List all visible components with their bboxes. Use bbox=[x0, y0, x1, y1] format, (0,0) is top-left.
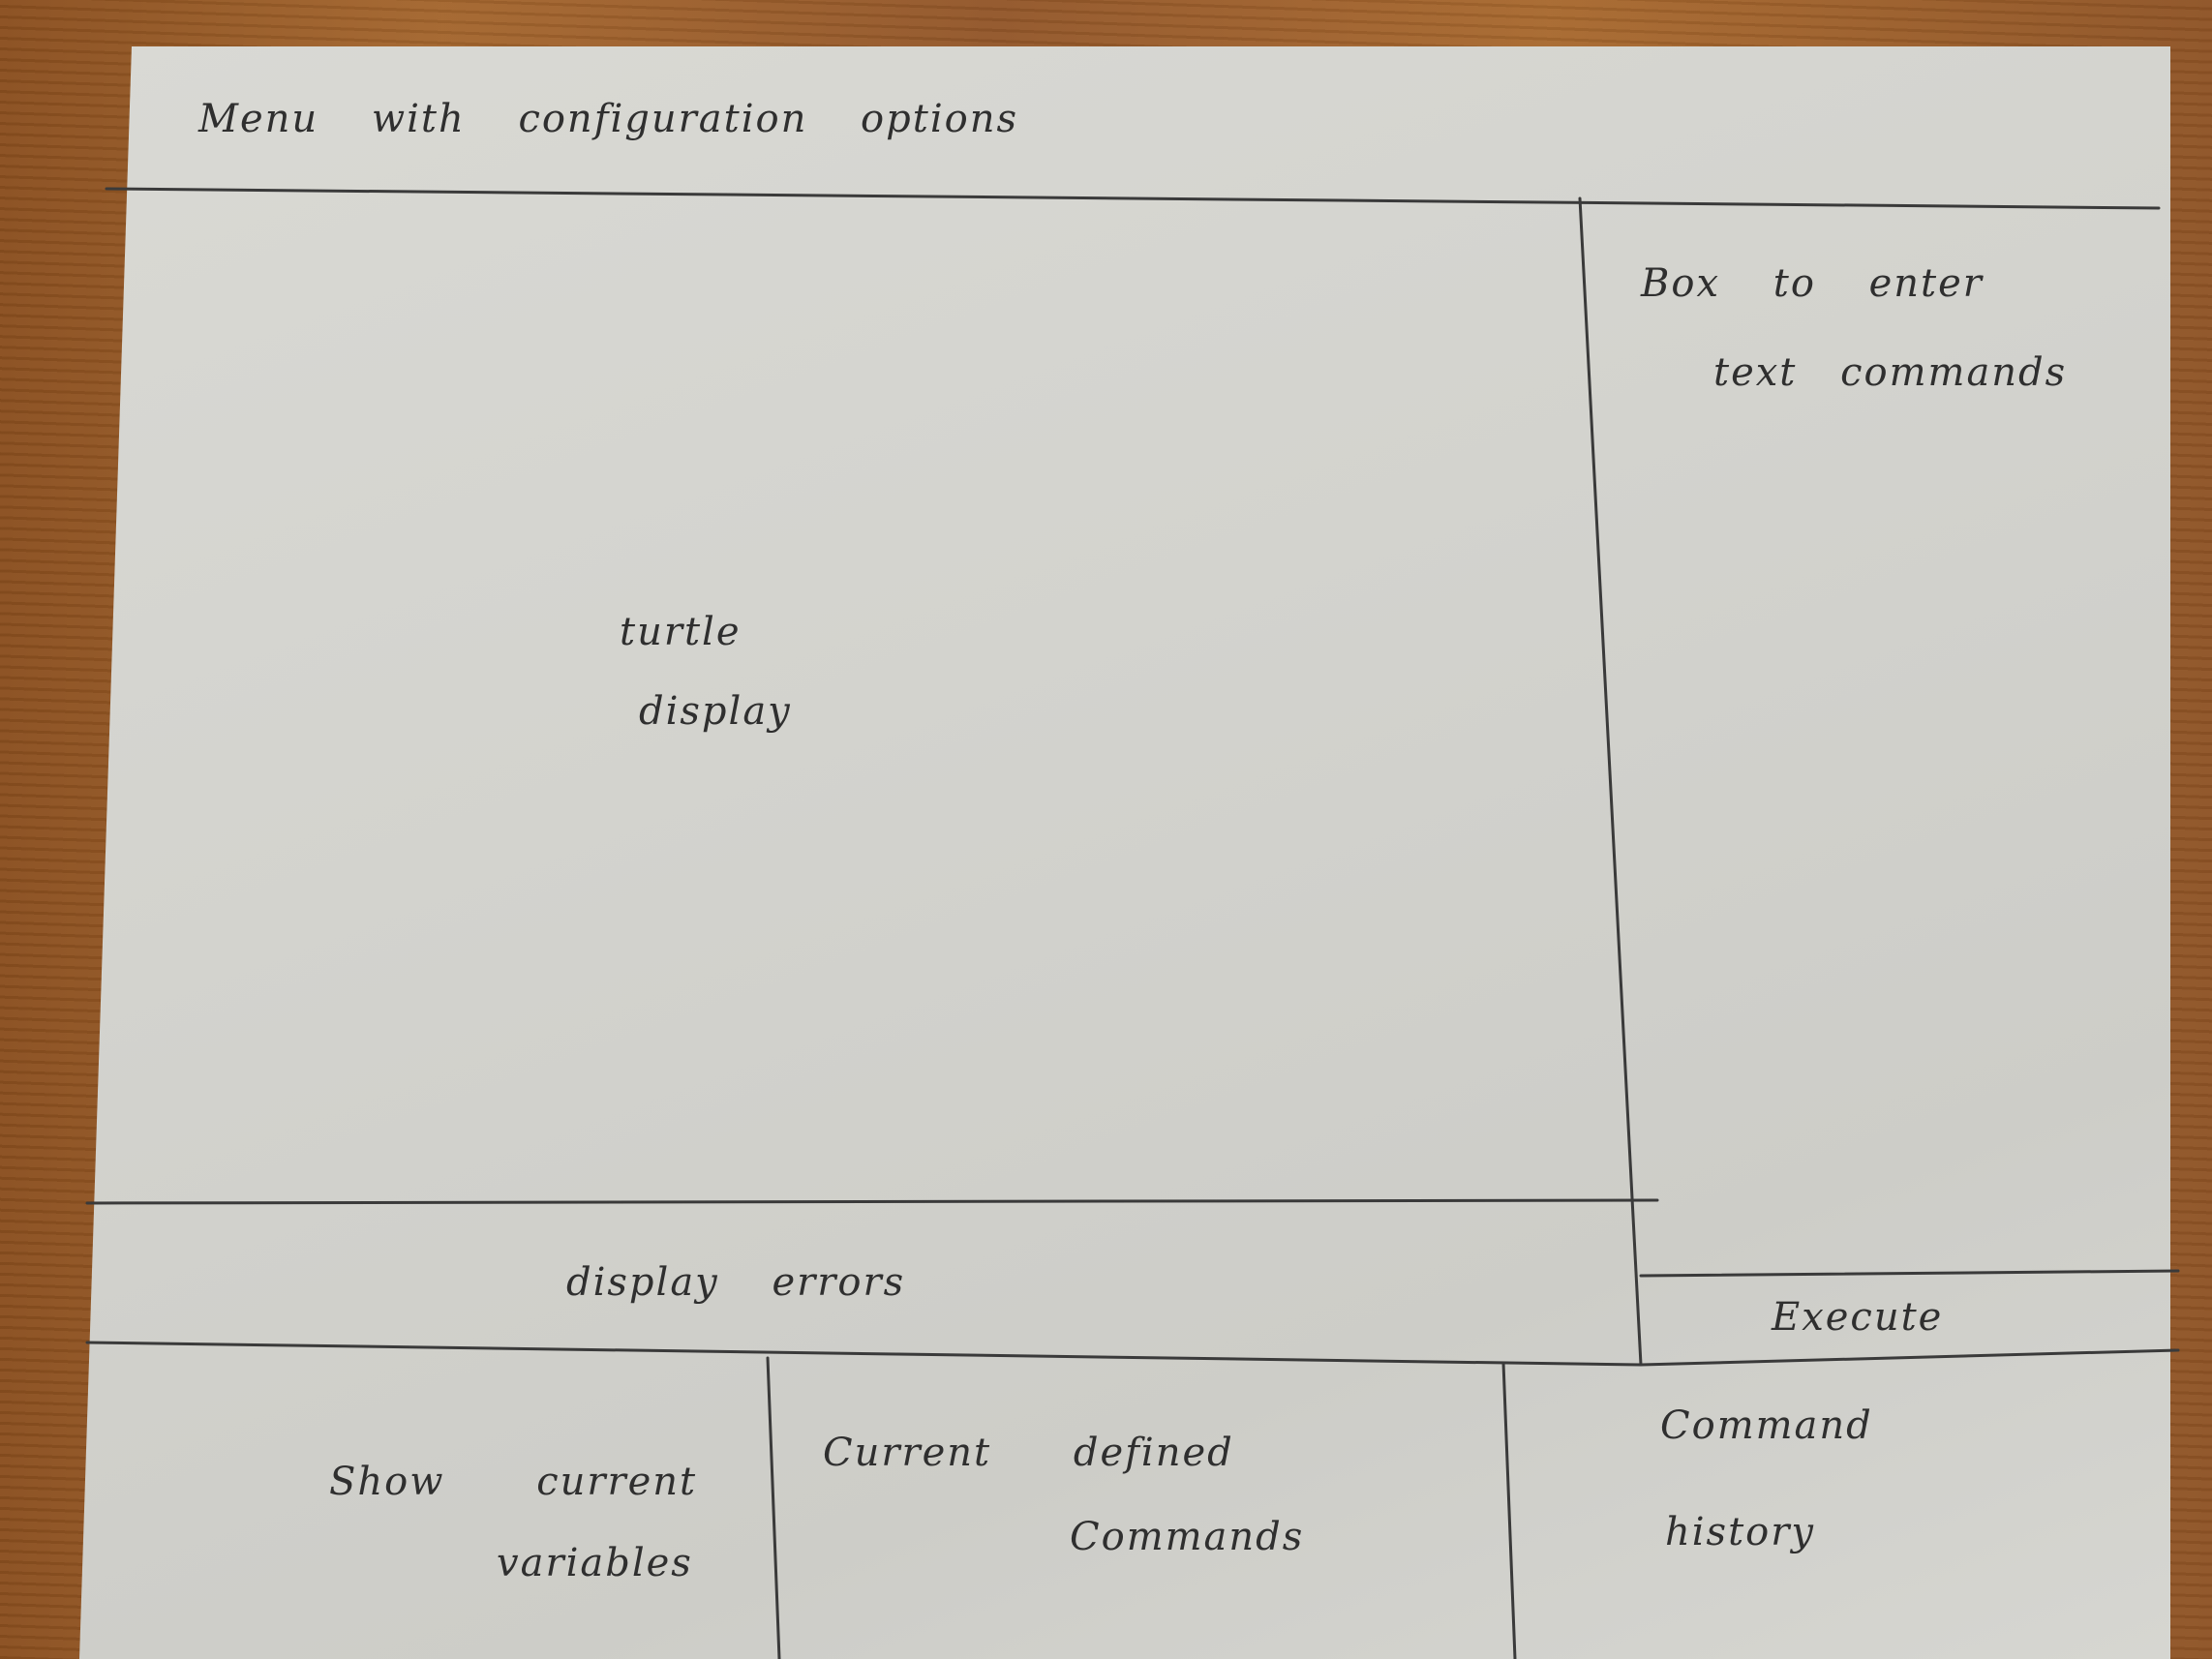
display-bottom-border bbox=[85, 1198, 1659, 1205]
bottom-divider-left bbox=[766, 1356, 781, 1659]
menu-divider bbox=[105, 187, 2161, 210]
variables-label-2: variables bbox=[497, 1541, 693, 1585]
command-box-label-1[interactable]: Box to enter bbox=[1641, 261, 1984, 306]
execute-button[interactable]: Execute bbox=[1772, 1295, 1944, 1340]
execute-bottom-border bbox=[1639, 1348, 2180, 1367]
bottom-divider-right bbox=[1501, 1361, 1517, 1659]
defined-commands-label-2: Commands bbox=[1070, 1515, 1305, 1559]
execute-top-border bbox=[1639, 1269, 2180, 1278]
errors-bottom-border bbox=[85, 1341, 1643, 1367]
turtle-display-label-2: display bbox=[639, 689, 792, 734]
defined-commands-label-1: Current defined bbox=[823, 1431, 1234, 1475]
turtle-display-label-1: turtle bbox=[620, 610, 742, 654]
menu-label: Menu with configuration options bbox=[198, 97, 1018, 141]
command-box-label-2[interactable]: text commands bbox=[1713, 350, 2068, 395]
history-label-2: history bbox=[1665, 1510, 1815, 1554]
errors-label: display errors bbox=[566, 1260, 906, 1305]
command-panel-left-border bbox=[1578, 196, 1643, 1367]
history-label-1: Command bbox=[1660, 1403, 1873, 1448]
paper-sheet bbox=[79, 46, 2170, 1659]
variables-label-1: Show current bbox=[329, 1460, 698, 1504]
